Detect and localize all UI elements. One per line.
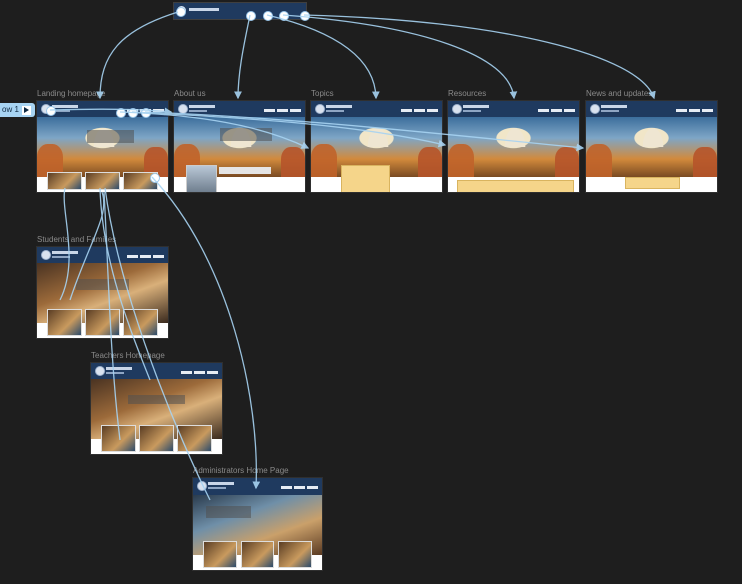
hero-caption — [127, 394, 186, 404]
frame-title-resources: Resources — [448, 89, 487, 98]
frame-title-topics: Topics — [311, 89, 334, 98]
frame-navbar — [586, 101, 717, 118]
profile-photo — [185, 164, 217, 192]
frame-navbar — [37, 247, 168, 264]
flow-label: ow 1 — [2, 105, 19, 114]
brand-text-block — [189, 8, 219, 11]
hero-caption — [86, 130, 134, 143]
frame-topics[interactable] — [311, 101, 442, 192]
connection-node[interactable] — [263, 11, 273, 21]
frame-navbar — [311, 101, 442, 118]
frame-resources[interactable] — [448, 101, 579, 192]
play-icon — [21, 105, 31, 115]
resources-banner — [457, 180, 575, 192]
hero-caption — [76, 278, 129, 290]
connector-to-news — [303, 14, 656, 100]
news-banner — [625, 177, 680, 189]
frame-title-about: About us — [174, 89, 206, 98]
connector-to-resources — [282, 14, 518, 100]
connector-to-topics — [266, 14, 380, 100]
frame-title-news: News and updates — [586, 89, 653, 98]
frame-title-teachers: Teachers Homepage — [91, 351, 165, 360]
frame-title-students: Students and Families — [37, 235, 117, 244]
frame-about-us[interactable] — [174, 101, 305, 192]
topics-callout — [341, 164, 391, 192]
info-cards — [47, 308, 158, 337]
hero-image — [37, 117, 168, 178]
connection-node[interactable] — [46, 106, 56, 116]
hero-image — [586, 117, 717, 178]
frame-teachers-homepage[interactable] — [91, 363, 222, 454]
connection-node[interactable] — [116, 108, 126, 118]
connector-to-landing — [96, 11, 179, 100]
frame-students-families[interactable] — [37, 247, 168, 338]
connection-node[interactable] — [128, 108, 138, 118]
frame-navbar — [174, 101, 305, 118]
frame-news-updates[interactable] — [586, 101, 717, 192]
connection-node[interactable] — [246, 11, 256, 21]
connector-to-about — [234, 14, 251, 100]
bio-text-block — [218, 166, 271, 174]
frame-administrators-home[interactable] — [193, 478, 322, 570]
connection-node[interactable] — [279, 11, 289, 21]
connection-node[interactable] — [141, 108, 151, 118]
info-cards — [101, 424, 212, 453]
hero-caption — [219, 128, 273, 142]
audience-cards — [47, 172, 158, 191]
connection-node[interactable] — [176, 7, 186, 17]
hero-caption — [205, 505, 252, 519]
connection-node[interactable] — [300, 11, 310, 21]
frame-navbar — [193, 478, 322, 495]
info-cards — [203, 540, 312, 569]
frame-navbar — [448, 101, 579, 118]
frame-title-landing: Landing homepage — [37, 89, 106, 98]
frame-navbar — [91, 363, 222, 380]
flow-starting-point[interactable]: ow 1 — [0, 103, 35, 117]
frame-title-admins: Administrators Home Page — [193, 466, 289, 475]
connection-node[interactable] — [150, 173, 160, 183]
hero-image — [448, 117, 579, 178]
